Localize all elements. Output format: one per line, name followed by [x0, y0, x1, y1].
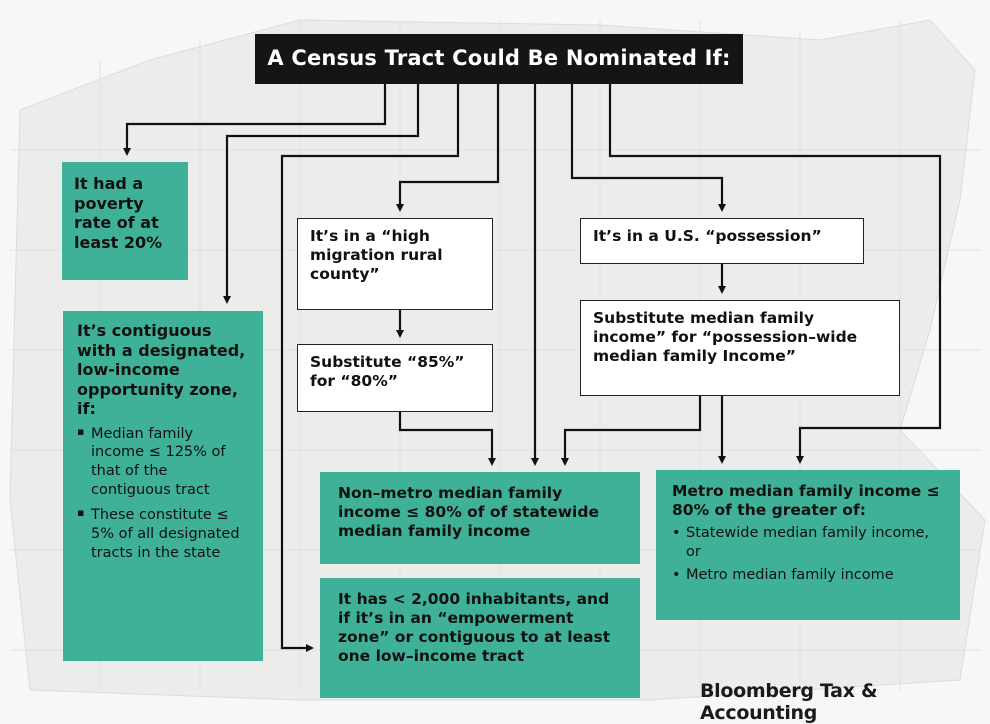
contiguous-conditions: Median family income ≤ 125% of that of t…	[77, 425, 249, 563]
non-metro-income-box: Non–metro median family income ≤ 80% of …	[320, 472, 640, 564]
metro-conditions: Statewide median family income, or Metro…	[672, 524, 944, 585]
possession-box: It’s in a U.S. “possession”	[580, 218, 864, 264]
metro-condition: Statewide median family income, or	[672, 524, 944, 562]
substitute-possession-box: Substitute median family income” for “po…	[580, 300, 900, 396]
high-migration-box: It’s in a “high migration rural county”	[297, 218, 493, 310]
contiguous-heading: It’s contiguous with a designated, low-i…	[77, 321, 246, 419]
inhabitants-box: It has < 2,000 inhabitants, and if it’s …	[320, 578, 640, 698]
brand-logo: Bloomberg Tax & Accounting	[700, 680, 878, 724]
metro-condition: Metro median family income	[672, 566, 944, 585]
contiguous-condition: Median family income ≤ 125% of that of t…	[77, 425, 249, 500]
diagram-title: A Census Tract Could Be Nominated If:	[255, 34, 743, 84]
metro-income-box: Metro median family income ≤ 80% of the …	[656, 470, 960, 620]
flow-connectors	[123, 84, 942, 652]
substitute-85-box: Substitute “85%” for “80%”	[297, 344, 493, 412]
contiguous-zone-box: It’s contiguous with a designated, low-i…	[63, 311, 263, 661]
poverty-rate-box: It had a poverty rate of at least 20%	[62, 162, 188, 280]
metro-heading: Metro median family income ≤ 80% of the …	[672, 482, 940, 519]
contiguous-condition: These constitute ≤ 5% of all designated …	[77, 506, 249, 563]
